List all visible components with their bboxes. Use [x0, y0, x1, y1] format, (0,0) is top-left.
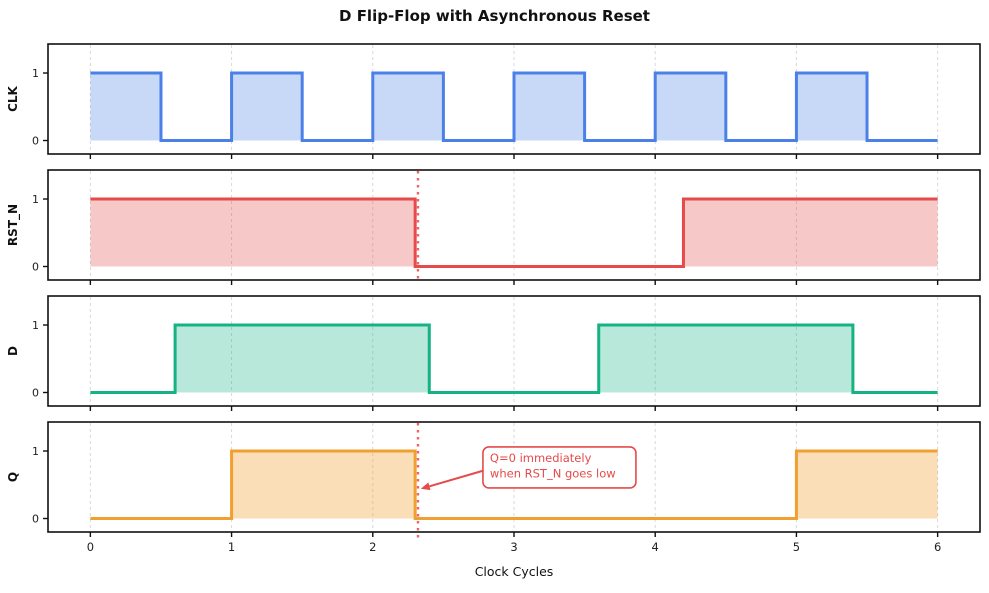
y-axis-label-clk: CLK	[6, 85, 20, 111]
waveform-line-clk	[90, 71, 938, 143]
gridlines	[89, 297, 939, 405]
x-tick-label: 2	[369, 540, 376, 554]
y-tick-label: 0	[32, 261, 39, 274]
y-tick-label: 0	[32, 135, 39, 148]
x-tick-label: 1	[228, 540, 235, 554]
chart-title: D Flip-Flop with Asynchronous Reset	[339, 7, 650, 25]
y-tick-label: 0	[32, 387, 39, 400]
gridlines	[89, 171, 939, 279]
y-tick-label: 1	[32, 445, 39, 458]
waveform-fill-d	[90, 325, 938, 393]
annotation-box	[482, 446, 637, 489]
x-tick-label: 6	[934, 540, 941, 554]
y-tick-label: 1	[32, 193, 39, 206]
y-tick-label: 0	[32, 513, 39, 526]
annotation-text: when RST_N goes low	[490, 466, 616, 480]
waveform-fill-q	[90, 451, 938, 519]
waveform-line-rst_n	[90, 197, 938, 269]
panel-d: 0 1D	[6, 295, 981, 411]
y-tick-label: 1	[32, 319, 39, 332]
waveform-fill-rst_n	[90, 199, 938, 267]
x-tick-label: 3	[510, 540, 517, 554]
y-axis-label-d: D	[6, 346, 20, 356]
annotation-arrow-shaft	[429, 469, 484, 488]
annotation-text: Q=0 immediately	[490, 451, 592, 465]
y-tick-label: 1	[32, 67, 39, 80]
x-tick-label: 0	[87, 540, 94, 554]
annotation-arrowhead	[420, 482, 431, 491]
y-axis-label-q: Q	[6, 472, 20, 482]
waveform-line-q	[90, 449, 938, 521]
y-axis-label-rst_n: RST_N	[6, 204, 21, 246]
waveform-line-d	[90, 323, 938, 395]
x-tick-label: 4	[652, 540, 659, 554]
x-axis-label: Clock Cycles	[474, 564, 554, 579]
x-tick-label: 5	[793, 540, 800, 554]
